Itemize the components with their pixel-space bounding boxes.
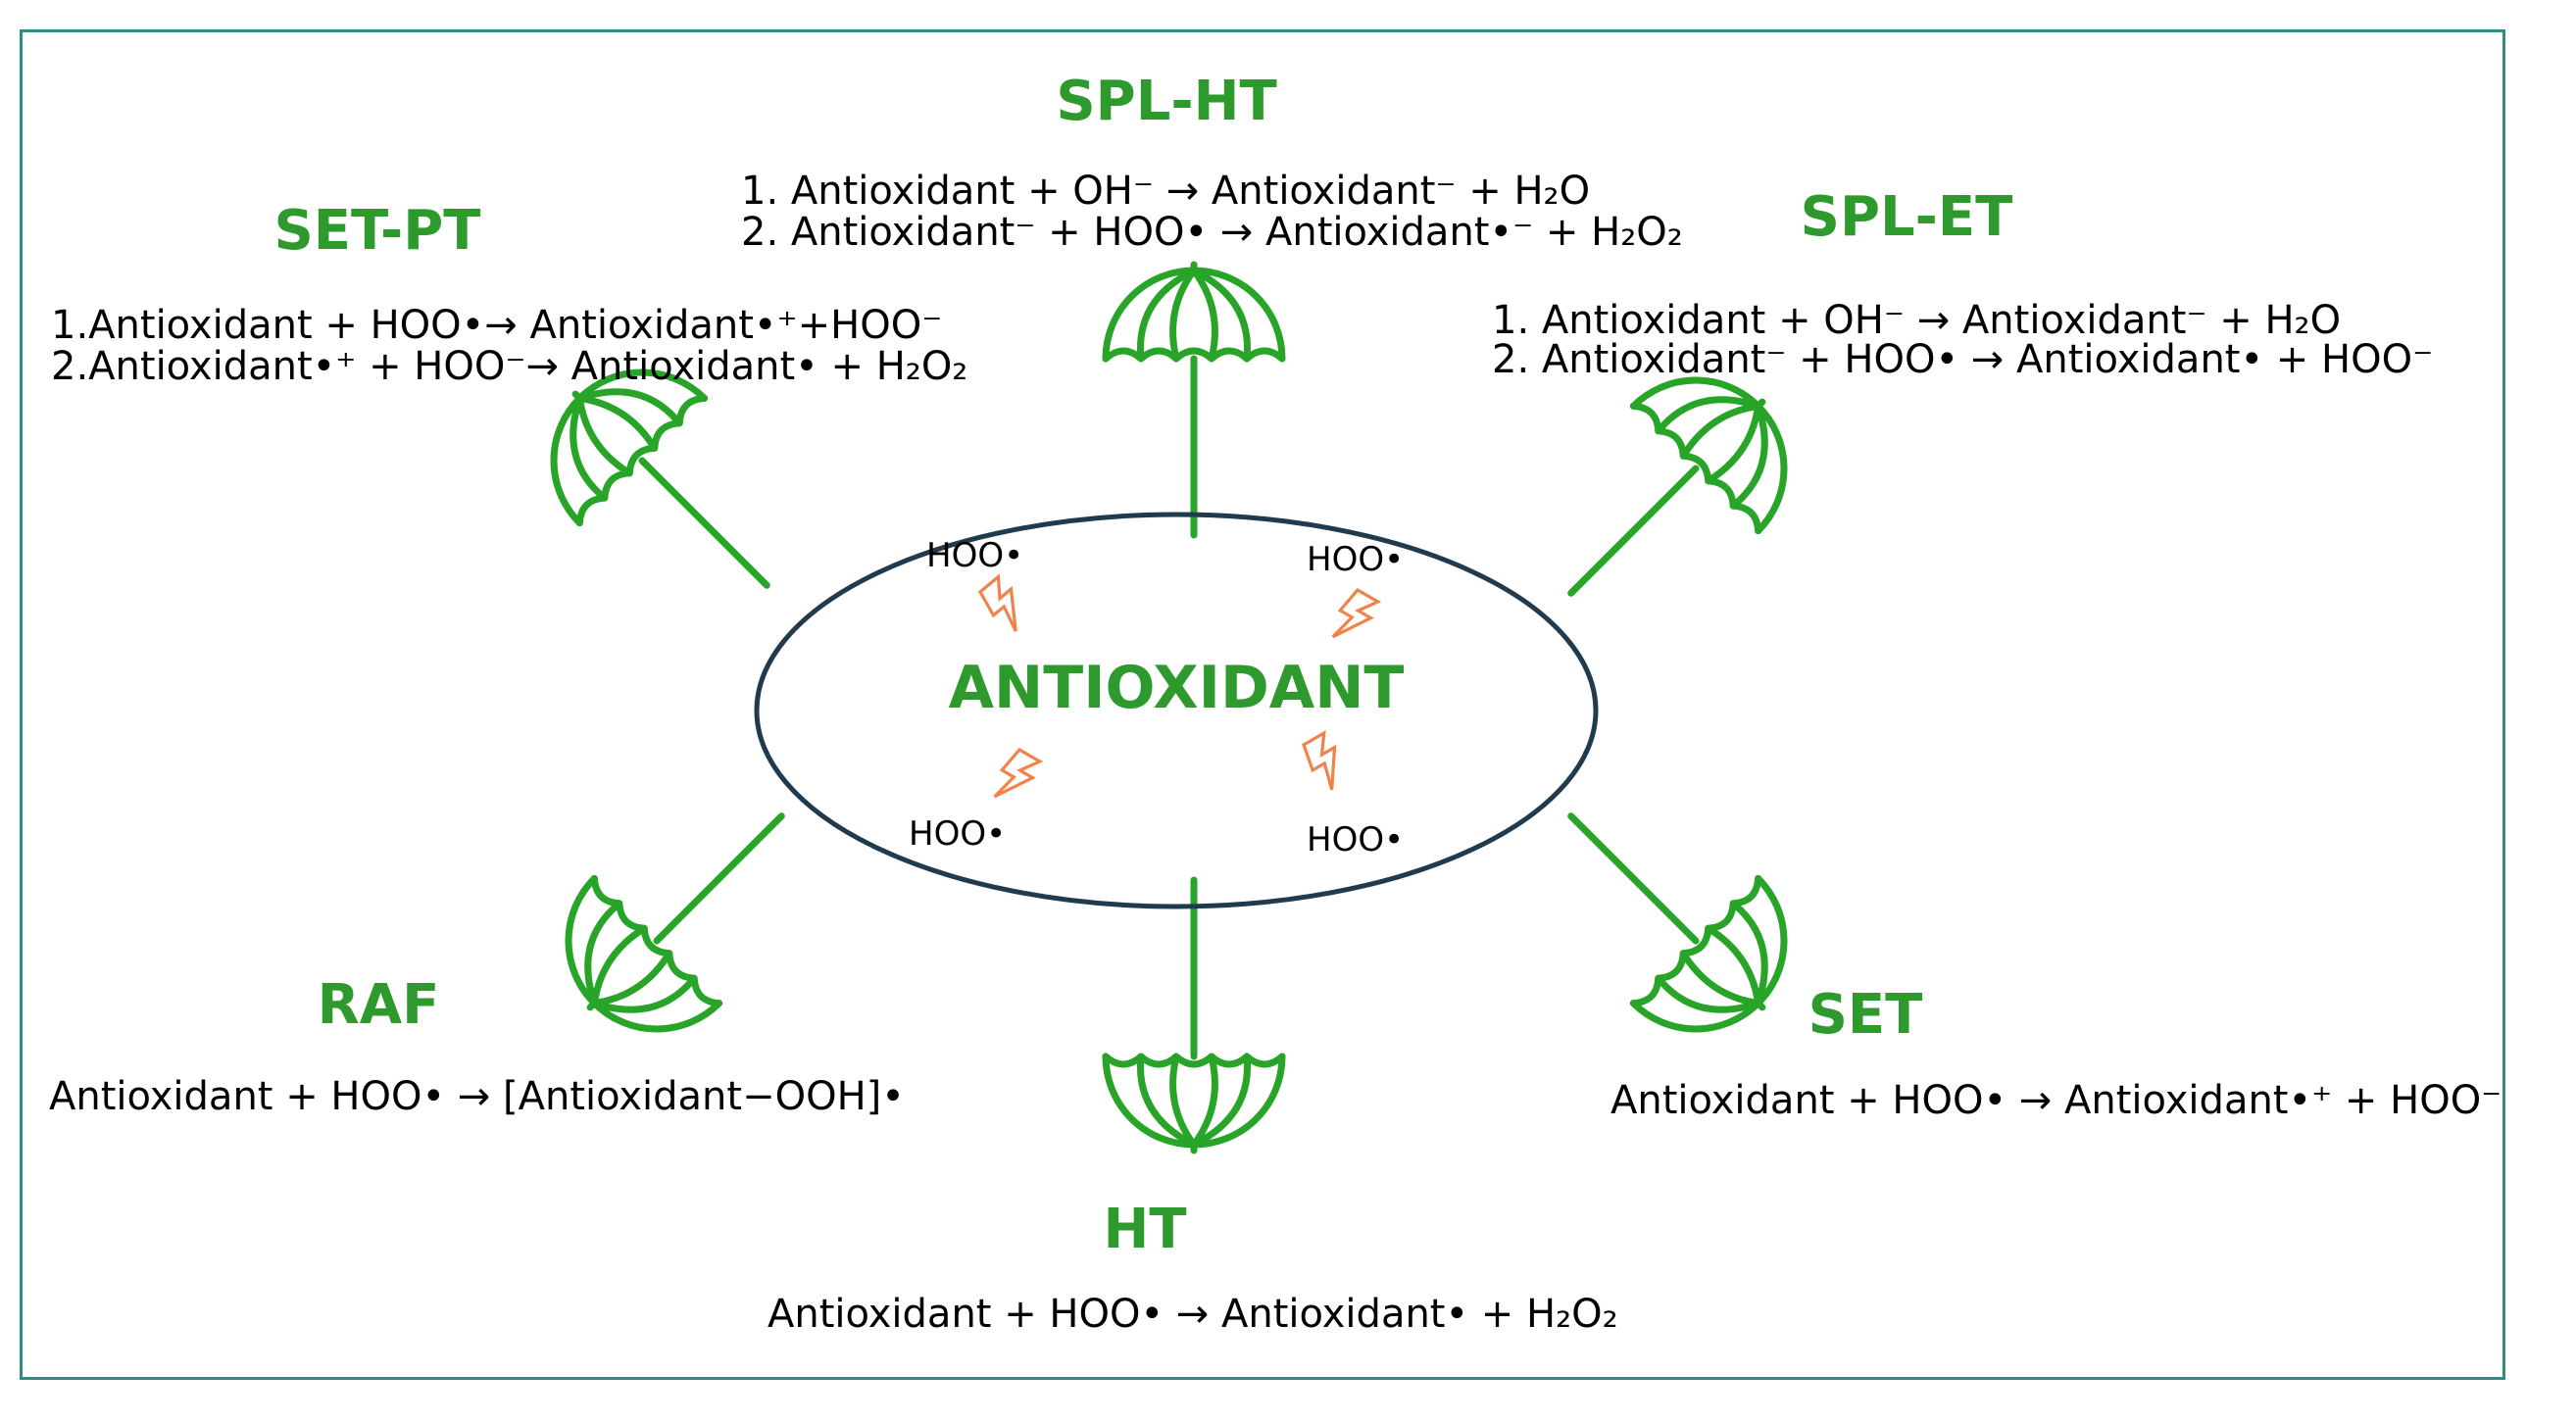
lightning-bolt-icon-top-right	[1325, 585, 1382, 651]
spl-ht-equation-1: 1. Antioxidant + OH⁻ → Antioxidant⁻ + H₂…	[741, 169, 1590, 214]
set-equation: Antioxidant + HOO• → Antioxidant•⁺ + HOO…	[1610, 1078, 2502, 1123]
radical-label-bottom-right: HOO•	[1307, 820, 1404, 859]
radical-label-top-right: HOO•	[1307, 540, 1404, 579]
raf-equation: Antioxidant + HOO• → [Antioxidant−OOH]•	[49, 1074, 905, 1119]
umbrella-icon-ht	[1106, 880, 1282, 1151]
set-pt-equation-2: 2.Antioxidant•⁺ + HOO⁻→ Antioxidant• + H…	[51, 344, 967, 389]
spl-ht-title: SPL-HT	[1056, 70, 1276, 133]
set-pt-equation-1: 1.Antioxidant + HOO•→ Antioxidant•⁺+HOO⁻	[51, 303, 942, 348]
ht-title: HT	[1103, 1198, 1186, 1261]
lightning-bolt-icon-bottom-right	[1298, 730, 1355, 795]
ht-equation: Antioxidant + HOO• → Antioxidant• + H₂O₂	[768, 1292, 1618, 1337]
set-pt-title: SET-PT	[273, 199, 480, 263]
spl-et-equation-2: 2. Antioxidant⁻ + HOO• → Antioxidant• + …	[1492, 337, 2433, 382]
umbrella-icon-set	[1509, 754, 1824, 1069]
spl-et-equation-1: 1. Antioxidant + OH⁻ → Antioxidant⁻ + H₂…	[1492, 298, 2341, 343]
lightning-bolt-icon-bottom-left	[987, 745, 1044, 810]
radical-label-top-left: HOO•	[926, 536, 1023, 575]
center-label: ANTIOXIDANT	[949, 654, 1405, 722]
diagram-frame	[20, 29, 2505, 1380]
spl-ht-equation-2: 2. Antioxidant⁻ + HOO• → Antioxidant•⁻ +…	[741, 210, 1683, 255]
set-title: SET	[1808, 983, 1923, 1047]
radical-label-bottom-left: HOO•	[909, 814, 1006, 854]
umbrella-icon-spl-ht	[1106, 265, 1282, 535]
antioxidant-ellipse	[754, 512, 1599, 909]
spl-et-title: SPL-ET	[1801, 185, 2013, 249]
lightning-bolt-icon-top-left	[974, 573, 1036, 638]
raf-title: RAF	[318, 973, 440, 1037]
umbrella-icon-raf	[527, 754, 843, 1069]
umbrella-icon-spl-et	[1509, 339, 1824, 655]
